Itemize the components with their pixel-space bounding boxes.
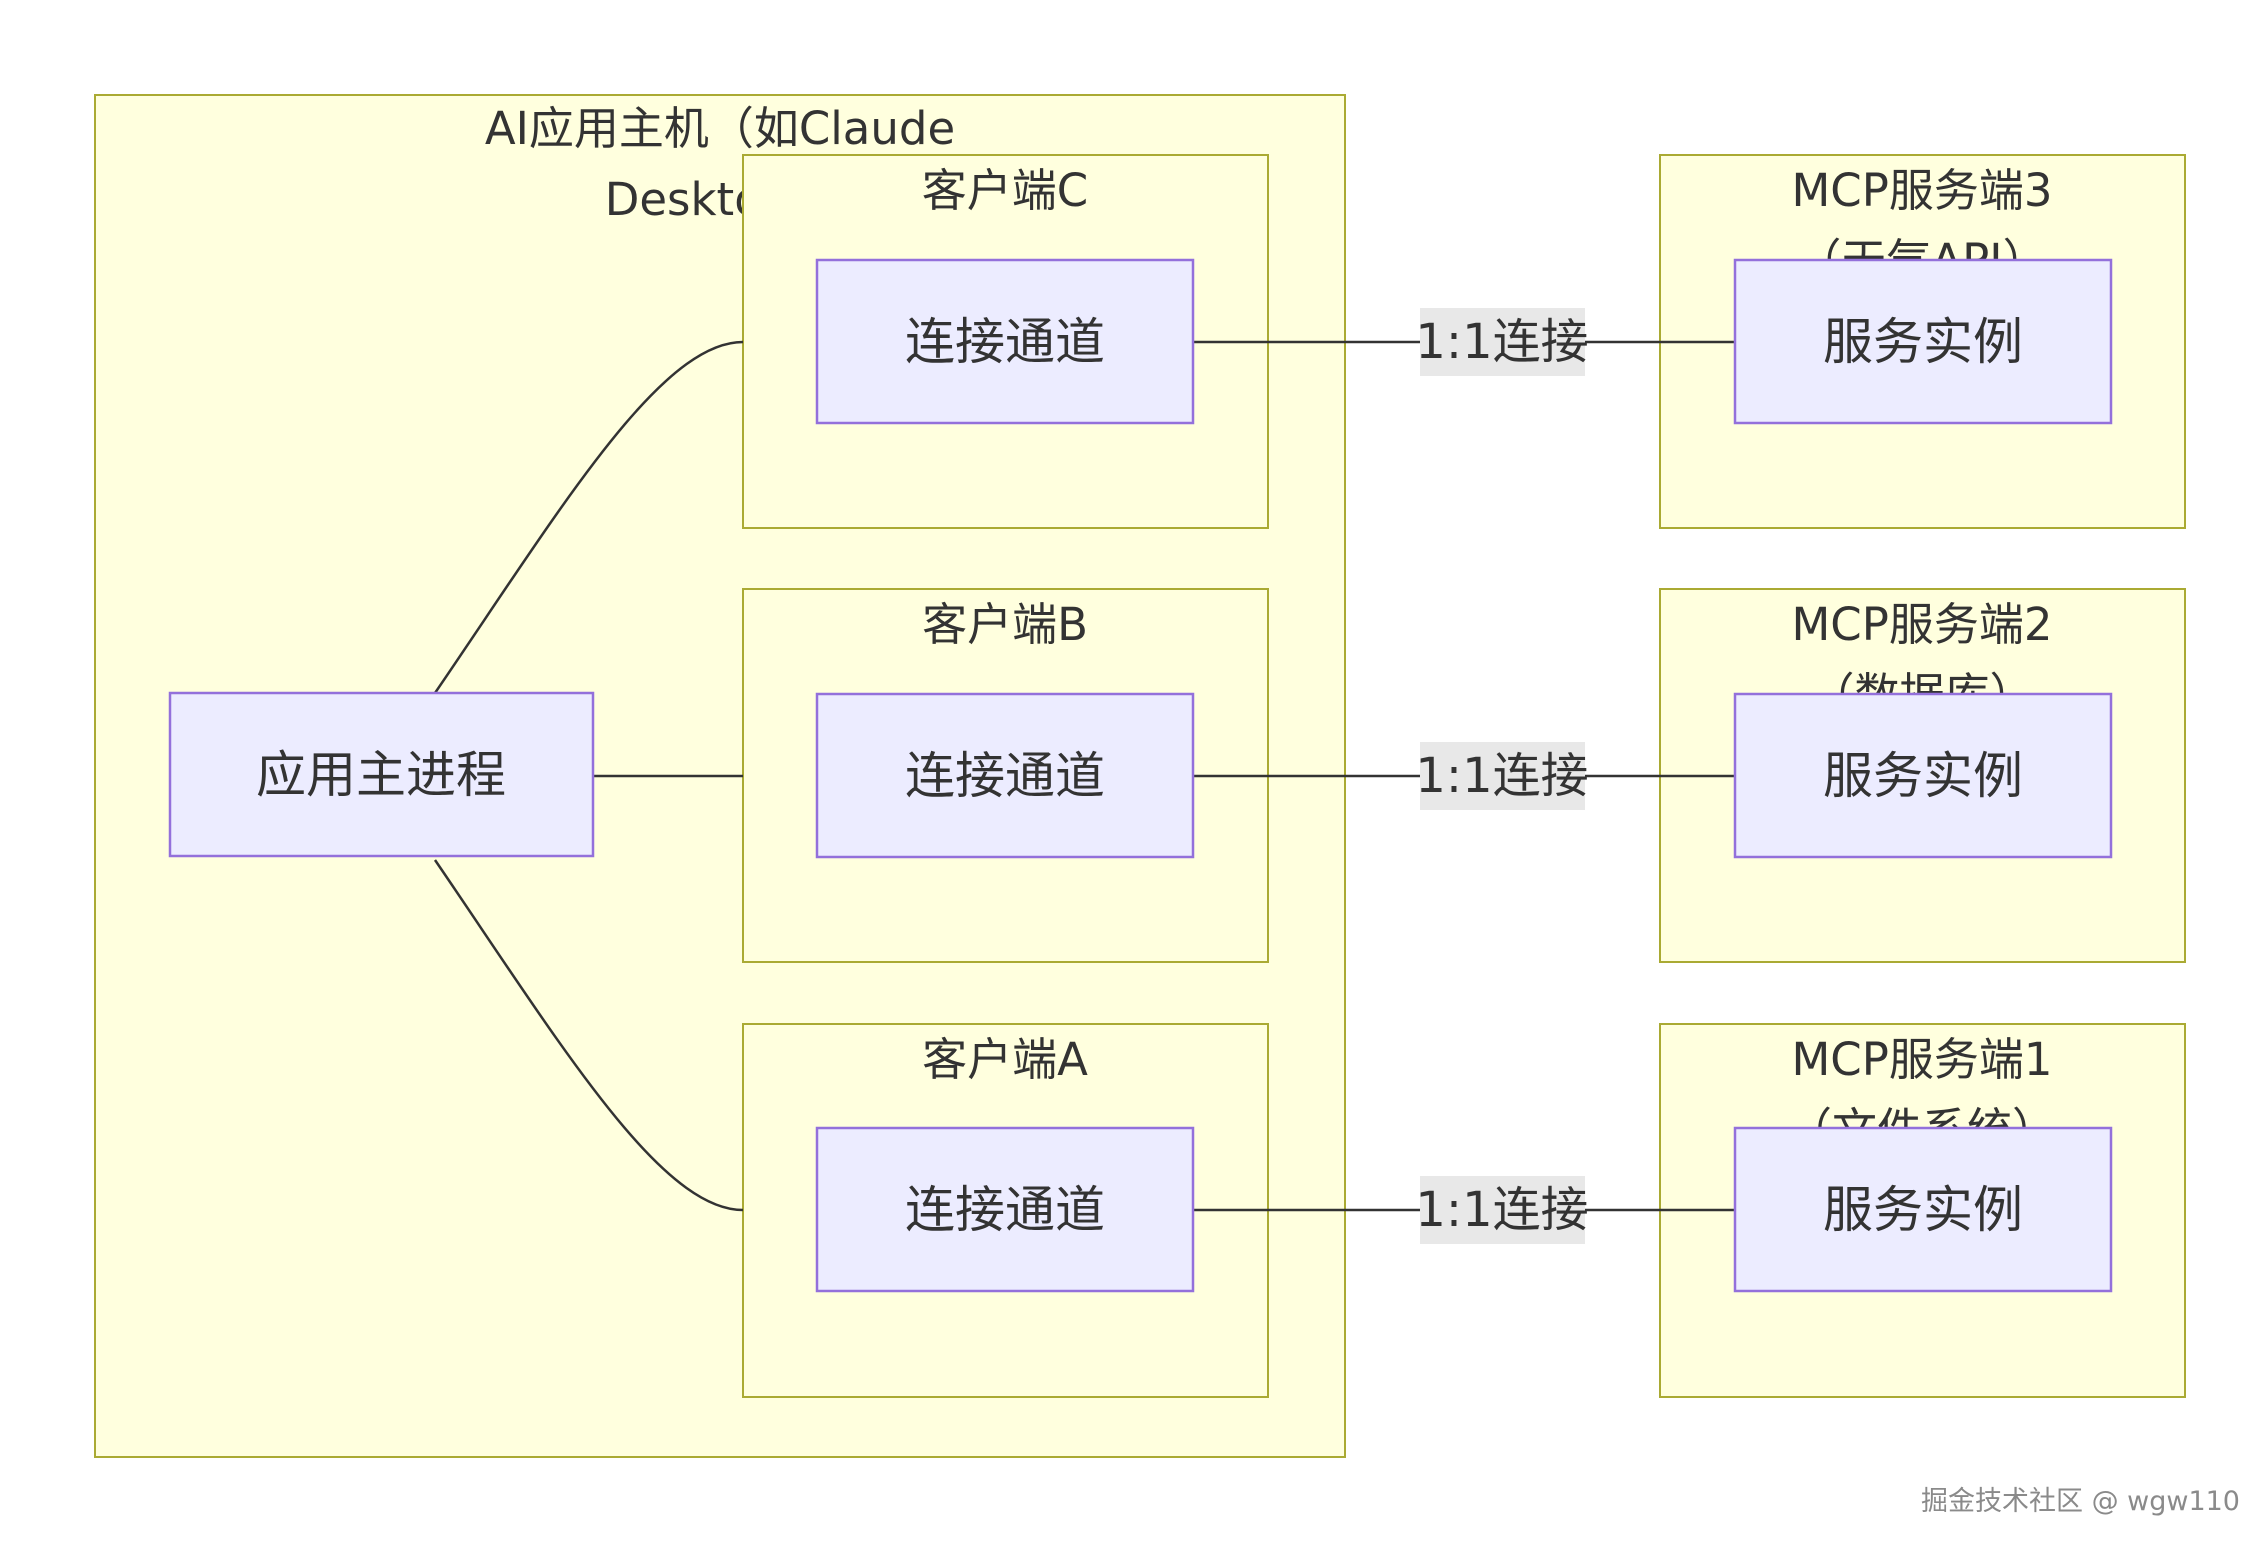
main-process-node (168, 691, 595, 858)
host-title-line1: AI应用主机（如Claude (485, 102, 955, 155)
edge-label-a: 1:1连接 (1415, 1182, 1588, 1238)
edge-label-bg-a (1420, 1176, 1585, 1244)
server-3-title-line2: （天气API） (1796, 234, 2047, 287)
client-c-title: 客户端C (922, 164, 1088, 217)
client-b-title: 客户端B (922, 598, 1088, 651)
watermark: 掘金技术社区 @ wgw110 (1921, 1486, 2240, 1517)
edge-label-b: 1:1连接 (1415, 748, 1588, 804)
channel-c-node (815, 258, 1195, 425)
instance-3-node (1733, 258, 2113, 425)
server-2-title-line1: MCP服务端2 (1791, 598, 2052, 651)
server-1-title-line2: （文件系统） (1787, 1103, 2057, 1156)
instance-1-node (1733, 1126, 2113, 1293)
edge-label-bg-b (1420, 742, 1585, 810)
server-3-title-line1: MCP服务端3 (1791, 164, 2052, 217)
channel-b-node (815, 692, 1195, 859)
instance-1-label: 服务实例 (1823, 1181, 2023, 1239)
main-process-label: 应用主进程 (256, 746, 506, 804)
server-1-title-line1: MCP服务端1 (1791, 1033, 2052, 1086)
edge-main-to-client-c (433, 340, 744, 694)
channel-a-node (815, 1126, 1195, 1293)
instance-2-node (1733, 692, 2113, 859)
channel-b-label: 连接通道 (905, 747, 1105, 805)
channel-c-label: 连接通道 (905, 313, 1105, 371)
server-2-title-line2: （数据库） (1809, 668, 2034, 721)
edge-label-bg-c (1420, 308, 1585, 376)
edge-main-to-client-a (433, 859, 744, 1212)
edge-label-c: 1:1连接 (1415, 314, 1588, 370)
channel-a-label: 连接通道 (905, 1181, 1105, 1239)
instance-3-label: 服务实例 (1823, 313, 2023, 371)
client-a-title: 客户端A (922, 1033, 1088, 1086)
instance-2-label: 服务实例 (1823, 747, 2023, 805)
